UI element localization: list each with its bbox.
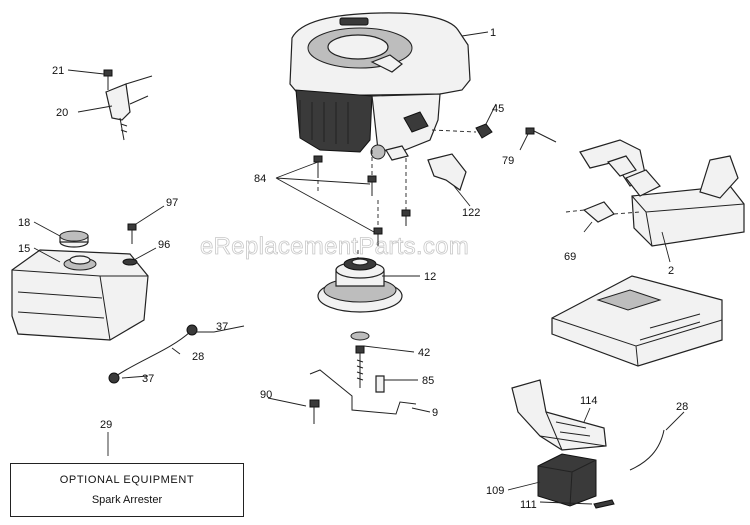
clamps-part-37[interactable]: [108, 324, 198, 384]
callout-28-right: 28: [676, 401, 688, 413]
callout-84: 84: [254, 173, 266, 185]
callout-96: 96: [158, 239, 170, 251]
washer-part-96[interactable]: [122, 258, 138, 266]
wire-part-28[interactable]: [629, 429, 665, 471]
callout-1: 1: [490, 27, 496, 39]
callout-109: 109: [486, 485, 504, 497]
callout-29: 29: [100, 419, 112, 431]
callout-28-left: 28: [192, 351, 204, 363]
fuel-line-part-28[interactable]: [115, 331, 191, 377]
nut-part-45[interactable]: [475, 123, 493, 139]
screw-part-97[interactable]: [127, 223, 137, 244]
screw-part-21[interactable]: [103, 69, 113, 90]
pin-part-111[interactable]: [593, 499, 615, 509]
muffler-part-2[interactable]: [579, 139, 745, 247]
washer-bolt-42[interactable]: [350, 331, 370, 388]
callout-42: 42: [418, 347, 430, 359]
callout-90: 90: [260, 389, 272, 401]
callout-45: 45: [492, 103, 504, 115]
shield-part-122[interactable]: [427, 153, 467, 191]
callout-20: 20: [56, 107, 68, 119]
throttle-control-part-20[interactable]: [105, 75, 153, 141]
bracket-part-114[interactable]: [511, 379, 607, 451]
callout-21: 21: [52, 65, 64, 77]
bolt-part-79[interactable]: [525, 127, 557, 143]
leader-lines: [33, 31, 685, 505]
callout-12: 12: [424, 271, 436, 283]
callout-37-top: 37: [216, 321, 228, 333]
bracket-part-9[interactable]: [309, 369, 417, 415]
callout-37-bottom: 37: [142, 373, 154, 385]
optional-equipment-subtitle: Spark Arrester: [91, 494, 163, 506]
bolt-part-90[interactable]: [309, 399, 320, 424]
pulley-part-12[interactable]: [317, 257, 403, 313]
engine-part[interactable]: [289, 12, 471, 161]
callout-69: 69: [564, 251, 576, 263]
callout-2: 2: [668, 265, 674, 277]
bolts-84[interactable]: [313, 155, 411, 246]
callout-114: 114: [580, 395, 598, 407]
callout-15: 15: [18, 243, 30, 255]
callout-97: 97: [166, 197, 178, 209]
fuel-cap-part-18[interactable]: [59, 230, 89, 248]
callout-79: 79: [502, 155, 514, 167]
module-part-109[interactable]: [537, 453, 597, 507]
gasket-part-79[interactable]: [606, 155, 637, 177]
callout-9: 9: [432, 407, 438, 419]
optional-equipment-title: OPTIONAL EQUIPMENT: [59, 474, 195, 486]
callout-111: 111: [520, 499, 537, 511]
gasket-part-69[interactable]: [582, 201, 615, 223]
callout-85: 85: [422, 375, 434, 387]
watermark-text: eReplacementParts.com: [200, 233, 469, 260]
callout-18: 18: [18, 217, 30, 229]
optional-equipment-box: OPTIONAL EQUIPMENT Spark Arrester: [10, 463, 244, 517]
dashed-axis-lines: [317, 150, 407, 262]
callout-122: 122: [462, 207, 480, 219]
base-plate[interactable]: [551, 275, 723, 367]
fuel-tank-part-15[interactable]: [11, 249, 149, 341]
pin-part-85[interactable]: [375, 375, 385, 393]
